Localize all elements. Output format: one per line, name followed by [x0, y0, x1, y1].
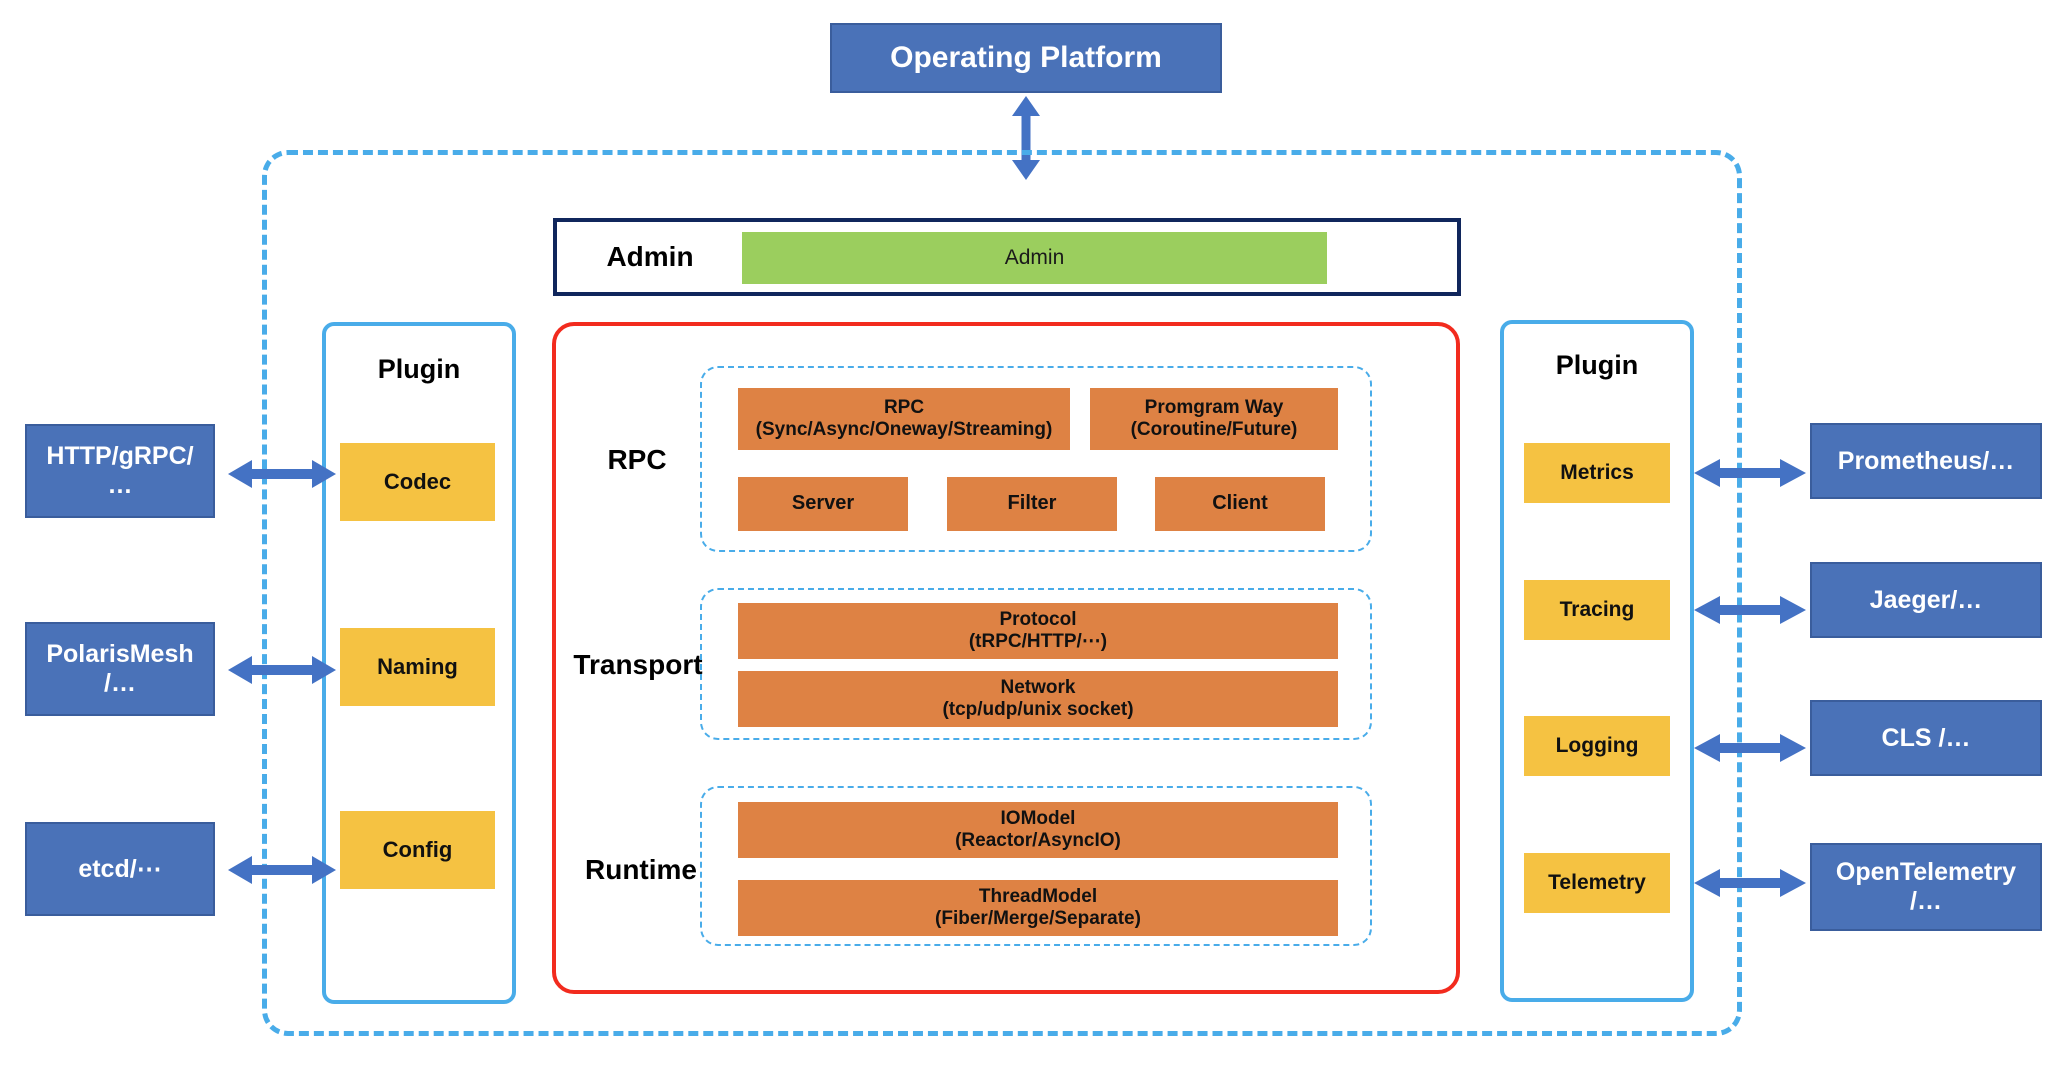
right-plugin-item-metrics[interactable]: Metrics — [1524, 443, 1670, 503]
right-plugin-item-logging[interactable]: Logging — [1524, 716, 1670, 776]
core-tile-threadmodel-line2: (Fiber/Merge/Separate) — [935, 908, 1141, 929]
left-plugin-item-config[interactable]: Config — [340, 811, 495, 889]
admin-section: Admin Admin — [553, 218, 1461, 296]
external-box-polarismesh: PolarisMesh /… — [25, 622, 215, 716]
right-plugin-item-tracing[interactable]: Tracing — [1524, 580, 1670, 640]
external-box-http-grpc-line2: … — [107, 471, 133, 499]
external-box-prometheus-line1: Prometheus/… — [1837, 446, 2015, 475]
core-tile-threadmodel-line1: ThreadModel — [978, 885, 1098, 907]
external-box-cls: CLS /… — [1810, 700, 2042, 776]
external-box-prometheus: Prometheus/… — [1810, 423, 2042, 499]
left-plugin-item-naming[interactable]: Naming — [340, 628, 495, 706]
core-row-group-rpc — [700, 366, 1372, 552]
left-plugin-item-codec[interactable]: Codec — [340, 443, 495, 521]
core-tile-protocol-line1: Protocol — [999, 608, 1077, 630]
core-tile-network-line2: (tcp/udp/unix socket) — [942, 699, 1134, 720]
core-tile-iomodel-line2: (Reactor/AsyncIO) — [955, 830, 1121, 851]
core-row-label-transport: Transport — [573, 648, 703, 680]
core-row-group-runtime — [700, 786, 1372, 946]
external-box-opentelemetry-line1: OpenTelemetry — [1835, 858, 2017, 886]
left-plugin-title: Plugin — [377, 354, 461, 385]
core-tile-protocol-line2: (tRPC/HTTP/⋯) — [968, 631, 1108, 652]
core-tile-rpc: RPC (Sync/Async/Oneway/Streaming) — [738, 388, 1070, 450]
core-tile-server: Server — [738, 477, 908, 531]
external-box-jaeger-line1: Jaeger/… — [1869, 585, 1983, 614]
core-tile-client: Client — [1155, 477, 1325, 531]
external-box-polarismesh-line1: PolarisMesh — [46, 640, 194, 668]
core-tile-rpc-line2: (Sync/Async/Oneway/Streaming) — [755, 419, 1053, 440]
core-tile-network-line1: Network — [1000, 676, 1076, 698]
core-tile-network: Network (tcp/udp/unix socket) — [738, 671, 1338, 727]
operating-platform-label: Operating Platform — [890, 40, 1162, 74]
external-box-cls-line1: CLS /… — [1881, 723, 1971, 752]
core-tile-program-way-line2: (Coroutine/Future) — [1130, 419, 1298, 440]
core-tile-threadmodel: ThreadModel (Fiber/Merge/Separate) — [738, 880, 1338, 936]
right-plugin-item-telemetry[interactable]: Telemetry — [1524, 853, 1670, 913]
external-box-etcd-line1: etcd/⋯ — [78, 854, 162, 883]
core-row-label-rpc: RPC — [607, 443, 667, 475]
external-box-http-grpc: HTTP/gRPC/ … — [25, 424, 215, 518]
admin-tile: Admin — [742, 232, 1327, 284]
operating-platform-box: Operating Platform — [830, 23, 1222, 93]
core-row-group-transport — [700, 588, 1372, 740]
core-tile-program-way: Promgram Way (Coroutine/Future) — [1090, 388, 1338, 450]
core-tile-filter: Filter — [947, 477, 1117, 531]
external-box-opentelemetry-line2: /… — [1910, 887, 1942, 915]
core-tile-protocol: Protocol (tRPC/HTTP/⋯) — [738, 603, 1338, 659]
external-box-etcd: etcd/⋯ — [25, 822, 215, 916]
core-tile-program-way-line1: Promgram Way — [1144, 396, 1284, 418]
core-row-label-runtime: Runtime — [585, 853, 697, 885]
right-plugin-title: Plugin — [1555, 350, 1639, 381]
admin-section-label: Admin — [606, 240, 694, 272]
core-tile-iomodel-line1: IOModel — [1000, 807, 1076, 829]
core-tile-rpc-line1: RPC — [883, 396, 925, 418]
external-box-opentelemetry: OpenTelemetry /… — [1810, 843, 2042, 931]
core-tile-iomodel: IOModel (Reactor/AsyncIO) — [738, 802, 1338, 858]
framework-boundary — [262, 150, 1742, 1036]
external-box-polarismesh-line2: /… — [104, 669, 136, 697]
external-box-jaeger: Jaeger/… — [1810, 562, 2042, 638]
external-box-http-grpc-line1: HTTP/gRPC/ — [46, 442, 194, 470]
